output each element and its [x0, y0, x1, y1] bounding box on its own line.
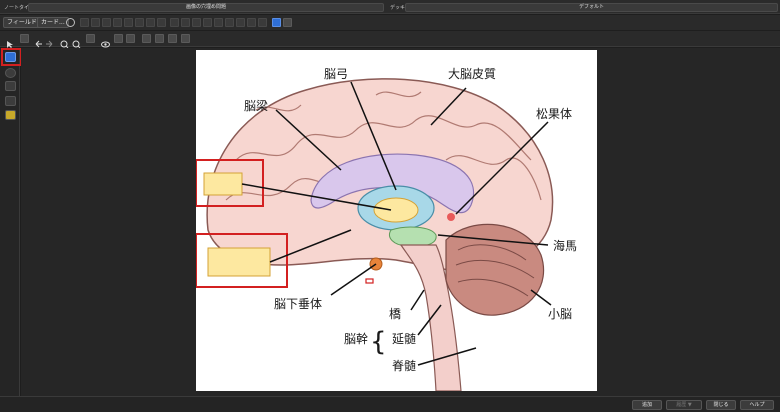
- record-icon[interactable]: [236, 18, 245, 27]
- brace: {: [370, 327, 387, 357]
- zoom-in-icon[interactable]: [60, 34, 69, 49]
- eraser-icon[interactable]: [157, 18, 166, 27]
- label-fornix: 脳弓: [324, 67, 348, 81]
- delete-icon[interactable]: [114, 34, 123, 43]
- label-corpus-callosum: 脳梁: [244, 98, 268, 113]
- subscript-icon[interactable]: [124, 18, 133, 27]
- ungroup-icon[interactable]: [155, 34, 164, 43]
- highlight-icon[interactable]: [146, 18, 155, 27]
- group-icon[interactable]: [142, 34, 151, 43]
- note-type-label: ノートタイプ: [4, 5, 35, 11]
- cards-button[interactable]: カード...: [37, 17, 69, 28]
- duplicate-icon[interactable]: [126, 34, 135, 43]
- attach-icon[interactable]: [225, 18, 234, 27]
- bold-icon[interactable]: [80, 18, 89, 27]
- eye-icon[interactable]: [101, 34, 110, 48]
- close-button[interactable]: 閉じる: [706, 400, 736, 410]
- redo-icon[interactable]: [45, 34, 54, 48]
- occlusion-mask-1: [203, 172, 243, 196]
- label-spinal-cord: 脊髄: [392, 358, 416, 373]
- math-icon[interactable]: [258, 18, 267, 27]
- brain-diagram: 脳弓 大脳皮質 脳梁 松果体 海馬 脳下垂体 小脳 橋 脳幹 { 延髄 脊髄: [195, 66, 577, 392]
- label-pineal: 松果体: [536, 107, 572, 121]
- pituitary-mask: [365, 278, 374, 284]
- occlusion-mask-2-border: [195, 233, 288, 288]
- indent-icon[interactable]: [203, 18, 212, 27]
- label-pons: 橋: [389, 307, 401, 321]
- history-button[interactable]: 履歴 ▼: [666, 400, 702, 410]
- underline-icon[interactable]: [102, 18, 111, 27]
- note-type-selector[interactable]: 画像の穴埋め問題: [28, 3, 384, 12]
- ellipse-tool-icon[interactable]: [5, 68, 16, 78]
- align-objects-icon[interactable]: [168, 34, 177, 43]
- table-icon[interactable]: [214, 18, 223, 27]
- add-button[interactable]: 追加: [632, 400, 662, 410]
- pineal-body: [447, 213, 455, 221]
- distribute-icon[interactable]: [181, 34, 190, 43]
- gear-icon[interactable]: [66, 18, 75, 27]
- brain-diagram-image[interactable]: 脳弓 大脳皮質 脳梁 松果体 海馬 脳下垂体 小脳 橋 脳幹 { 延髄 脊髄: [195, 50, 597, 392]
- bullet-list-icon[interactable]: [170, 18, 179, 27]
- occlusion-mask-2: [207, 247, 271, 277]
- deck-label: デッキ: [390, 5, 406, 11]
- editor-toolbar: フィールド... カード...: [0, 15, 780, 30]
- text-tool-icon[interactable]: [5, 96, 16, 106]
- bottom-bar: 追加 履歴 ▼ 閉じる ヘルプ: [0, 396, 780, 412]
- undo-icon[interactable]: [34, 34, 43, 48]
- text-color-icon[interactable]: [135, 18, 144, 27]
- hypothalamus: [389, 226, 437, 248]
- zoom-reset-icon[interactable]: [86, 34, 95, 43]
- label-cerebellum: 小脳: [548, 307, 572, 321]
- polygon-tool-icon[interactable]: [5, 81, 16, 91]
- fill-tool-icon[interactable]: [5, 110, 16, 120]
- label-hippocampus: 海馬: [553, 238, 577, 253]
- tool-sidebar: [0, 48, 22, 396]
- mask-toolbar: [0, 31, 780, 49]
- label-brainstem: 脳幹: [344, 331, 368, 346]
- italic-icon[interactable]: [91, 18, 100, 27]
- zoom-out-icon[interactable]: [72, 34, 81, 49]
- zoom-fit-icon[interactable]: [20, 34, 29, 43]
- label-medulla: 延髄: [392, 331, 416, 346]
- note-type-bar: ノートタイプ 画像の穴埋め問題 デッキ デフォルト: [0, 0, 780, 14]
- superscript-icon[interactable]: [113, 18, 122, 27]
- mask-editor-icon[interactable]: [283, 18, 292, 27]
- cerebellum: [445, 223, 545, 316]
- cloze-icon[interactable]: [247, 18, 256, 27]
- deck-selector[interactable]: デフォルト: [405, 3, 778, 12]
- label-pituitary: 脳下垂体: [274, 297, 322, 311]
- rectangle-tool-icon[interactable]: [5, 52, 16, 62]
- cursor-icon[interactable]: [6, 34, 15, 48]
- occlusion-mask-1-border: [195, 159, 264, 207]
- image-occlusion-icon[interactable]: [272, 18, 281, 27]
- label-cerebrum: 大脳皮質: [448, 66, 496, 81]
- help-button[interactable]: ヘルプ: [740, 400, 774, 410]
- numbered-list-icon[interactable]: [181, 18, 190, 27]
- align-icon[interactable]: [192, 18, 201, 27]
